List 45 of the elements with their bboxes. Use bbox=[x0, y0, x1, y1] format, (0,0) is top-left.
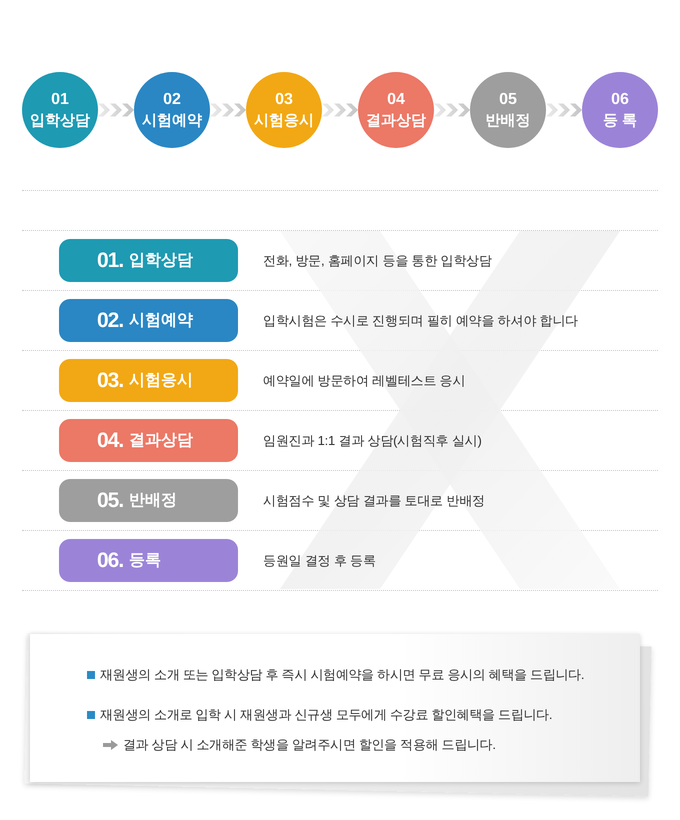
step-number: 03. bbox=[97, 368, 124, 392]
note-text: 재원생의 소개 또는 입학상담 후 즉시 시험예약을 하시면 무료 응시의 혜택을 드립니다. bbox=[100, 666, 584, 684]
step-number: 02 bbox=[163, 90, 181, 108]
chevron-arrow bbox=[546, 104, 582, 116]
step-pill bbox=[59, 299, 238, 342]
note-card bbox=[30, 634, 640, 782]
step-number: 05. bbox=[97, 488, 124, 512]
note-text: 결과 상담 시 소개해준 학생을 알려주시면 할인을 적용해 드립니다. bbox=[123, 736, 496, 754]
chevron-arrow bbox=[434, 104, 470, 116]
step-label: 시험예약 bbox=[142, 112, 202, 130]
step-pill bbox=[59, 479, 238, 522]
step-pill bbox=[59, 539, 238, 582]
step-number: 05 bbox=[499, 90, 517, 108]
step-label: 반배정 bbox=[486, 112, 530, 130]
step-description: 입학시험은 수시로 진행되며 필히 예약을 하셔야 합니다 bbox=[263, 312, 578, 330]
step-number: 01 bbox=[51, 90, 69, 108]
step-label: 등 록 bbox=[602, 112, 638, 130]
step-pill bbox=[59, 419, 238, 462]
step-pill bbox=[59, 239, 238, 282]
step-label: 입학상담 bbox=[129, 250, 194, 270]
step-description: 임원진과 1:1 결과 상담(시험직후 실시) bbox=[263, 432, 482, 450]
step-number: 02. bbox=[97, 308, 124, 332]
step-number: 06. bbox=[97, 548, 124, 572]
step-number: 04 bbox=[387, 90, 405, 108]
chevron-arrow bbox=[322, 104, 358, 116]
chevron-arrow bbox=[98, 104, 134, 116]
note-text: 재원생의 소개로 입학 시 재원생과 신규생 모두에게 수강료 할인혜택을 드립니다. bbox=[100, 706, 552, 724]
chevron-arrow bbox=[210, 104, 246, 116]
step-label: 반배정 bbox=[129, 490, 178, 510]
step-description: 등원일 결정 후 등록 bbox=[263, 552, 376, 570]
step-label: 시험응시 bbox=[129, 370, 194, 390]
step-pill bbox=[59, 359, 238, 402]
step-number: 04. bbox=[97, 428, 124, 452]
step-number: 01. bbox=[97, 248, 124, 272]
step-label: 결과상담 bbox=[129, 430, 194, 450]
step-description: 전화, 방문, 홈페이지 등을 통한 입학상담 bbox=[263, 252, 492, 270]
step-label: 시험응시 bbox=[254, 112, 314, 130]
step-description: 예약일에 방문하여 레벨테스트 응시 bbox=[263, 372, 466, 390]
step-label: 결과상담 bbox=[366, 112, 426, 130]
step-number: 03 bbox=[275, 90, 293, 108]
step-description: 시험점수 및 상담 결과를 토대로 반배정 bbox=[263, 492, 485, 510]
step-label: 입학상담 bbox=[30, 112, 90, 130]
step-number: 06 bbox=[611, 90, 629, 108]
step-label: 시험예약 bbox=[129, 310, 194, 330]
step-label: 등록 bbox=[129, 550, 162, 570]
